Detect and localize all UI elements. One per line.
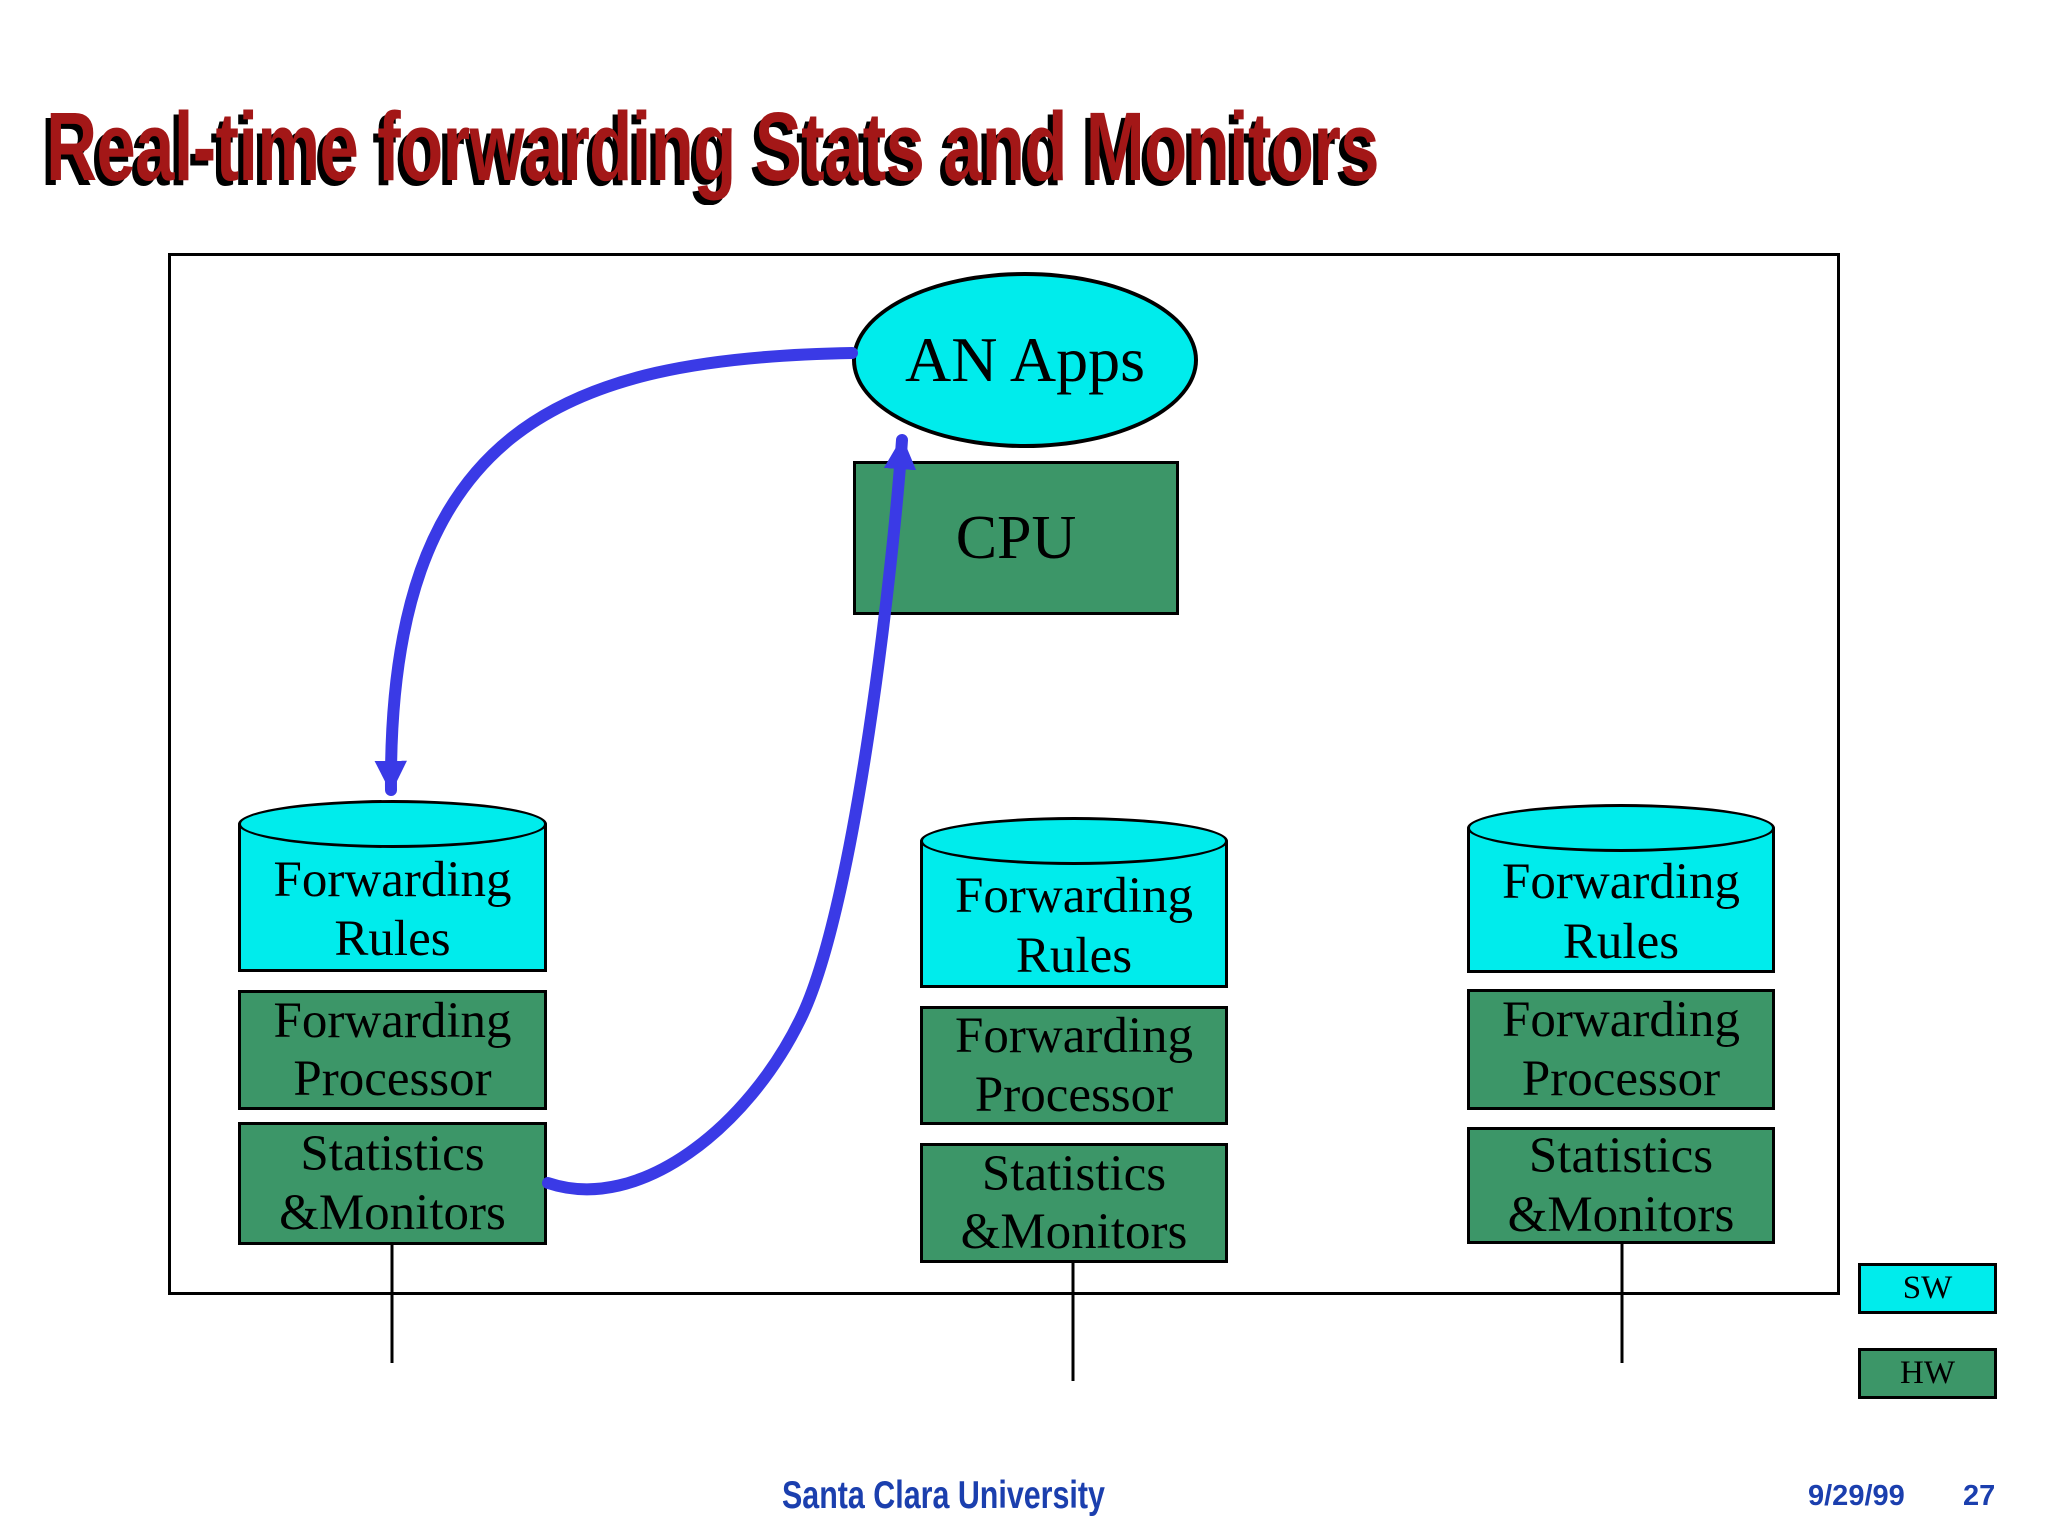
statistics-monitors-box-3: Statistics &Monitors xyxy=(1467,1127,1775,1244)
cylinder-top xyxy=(920,817,1228,865)
cylinder-top xyxy=(238,800,547,848)
cpu-node: CPU xyxy=(853,461,1179,615)
legend-sw-label: SW xyxy=(1902,1270,1953,1306)
forwarding-processor-label-2: Forwarding Processor xyxy=(955,1008,1193,1123)
forwarding-rules-label-3: Forwarding Rules xyxy=(1502,854,1740,970)
slide-title: Real-time forwarding Stats and Monitors xyxy=(46,92,1380,201)
forwarding-processor-box-2: Forwarding Processor xyxy=(920,1006,1228,1125)
forwarding-processor-box-3: Forwarding Processor xyxy=(1467,989,1775,1110)
cylinder-top xyxy=(1467,804,1775,852)
footer-page-number: 27 xyxy=(1963,1480,1996,1512)
statistics-monitors-box-2: Statistics &Monitors xyxy=(920,1143,1228,1263)
forwarding-rules-cylinder-2: Forwarding Rules xyxy=(920,817,1228,988)
legend-hw-box: HW xyxy=(1858,1348,1997,1399)
forwarding-rules-cylinder-1: Forwarding Rules xyxy=(238,800,547,972)
forwarding-processor-label-1: Forwarding Processor xyxy=(273,992,512,1107)
cylinder-body xyxy=(1467,828,1775,973)
footer-date: 9/29/99 xyxy=(1808,1480,1905,1512)
forwarding-rules-cylinder-3: Forwarding Rules xyxy=(1467,804,1775,973)
forwarding-rules-label-1: Forwarding Rules xyxy=(273,851,512,967)
forwarding-processor-box-1: Forwarding Processor xyxy=(238,990,547,1110)
footer-university: Santa Clara University xyxy=(782,1474,1105,1517)
statistics-monitors-box-1: Statistics &Monitors xyxy=(238,1122,547,1245)
legend-hw-label: HW xyxy=(1900,1355,1955,1391)
diagram-frame xyxy=(168,253,1840,1295)
an-apps-node: AN Apps xyxy=(852,272,1198,448)
cpu-label: CPU xyxy=(955,503,1077,572)
statistics-monitors-label-3: Statistics &Monitors xyxy=(1507,1128,1735,1243)
statistics-monitors-label-1: Statistics &Monitors xyxy=(279,1126,506,1241)
legend-sw-box: SW xyxy=(1858,1263,1997,1314)
forwarding-processor-label-3: Forwarding Processor xyxy=(1502,992,1740,1107)
cylinder-body xyxy=(920,841,1228,988)
statistics-monitors-label-2: Statistics &Monitors xyxy=(960,1145,1188,1260)
an-apps-label: AN Apps xyxy=(904,324,1146,395)
forwarding-rules-label-2: Forwarding Rules xyxy=(955,868,1193,984)
